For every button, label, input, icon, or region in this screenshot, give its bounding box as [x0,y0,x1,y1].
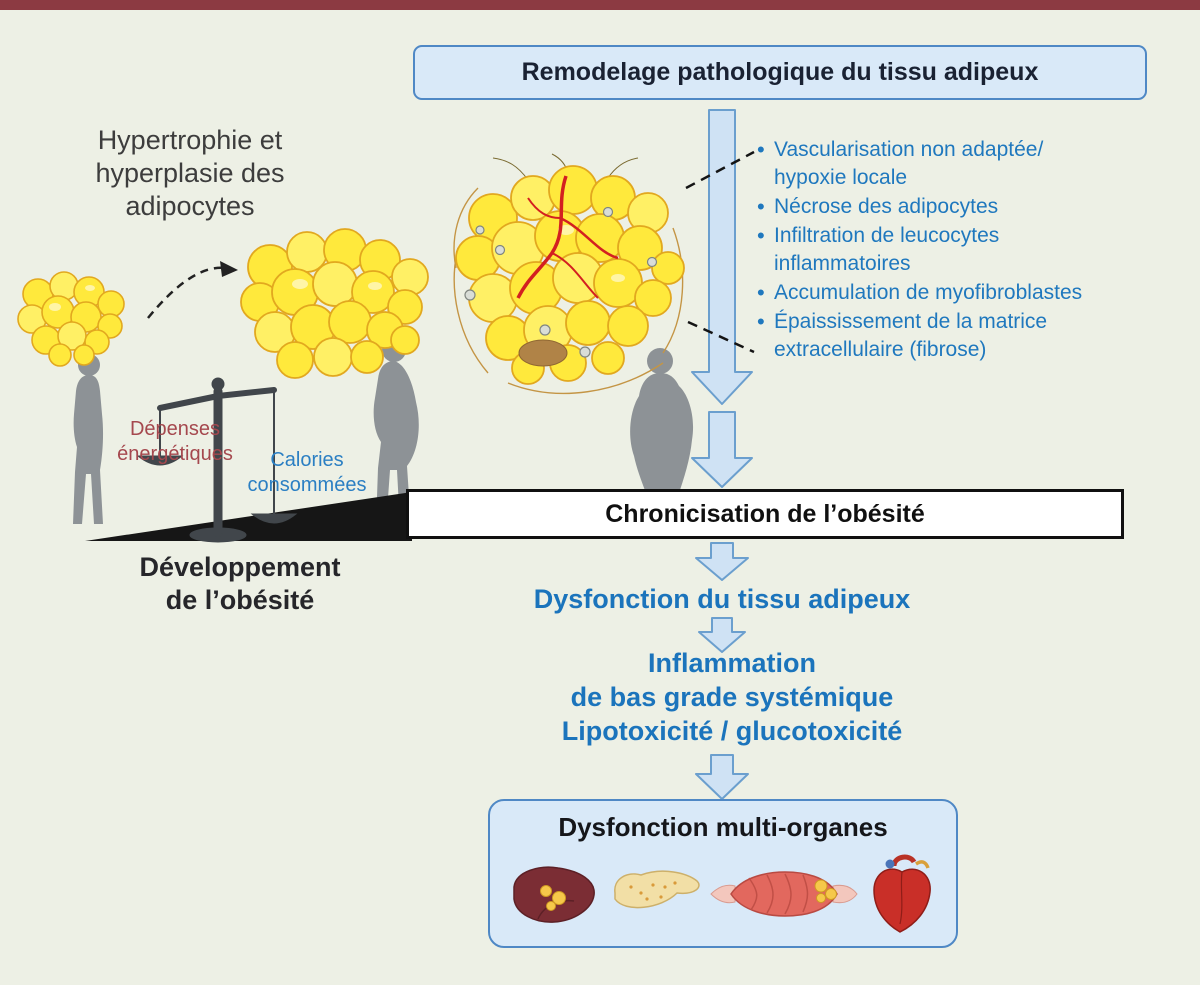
adipocyte-cluster-medium [240,228,429,379]
leukocyte-cells [464,206,658,358]
bullet-text: Vascularisation non adaptée/ hypoxie loc… [774,138,1044,189]
inflammation-line3: Lipotoxicité / glucotoxicité [561,716,903,746]
pancreas-icon [613,870,700,909]
bullet-item: Nécrose des adipocytes [757,193,1159,221]
inflammation-block: Inflammation de bas grade systémique Lip… [430,646,1034,748]
pathology-bullet-list: Vascularisation non adaptée/ hypoxie loc… [757,136,1159,365]
flow-arrow-4 [698,617,746,653]
dysfonction-tissu-label: Dysfonction du tissu adipeux [533,584,911,614]
necrotic-patch [518,339,568,367]
flow-arrow-5 [695,754,749,800]
growth-dashed-arrow [147,261,238,319]
liver-icon [513,866,595,923]
title-text: Remodelage pathologique du tissu adipeux [521,58,1039,86]
person-silhouette-slim [73,354,104,524]
inflammation-line2: de bas grade systémique [570,682,894,712]
muscle-icon [710,871,858,917]
bullet-text: Épaississement de la matrice extracellul… [774,310,1048,361]
flow-arrow-3 [695,542,749,581]
scale-label-left: Dépenses énergétiques [117,418,233,465]
heart-icon [873,854,931,933]
organ-icons-row [490,850,956,938]
flow-arrow-2 [691,411,753,488]
adipocyte-cluster-large [453,153,685,395]
bullet-text: Accumulation de myofibroblastes [774,281,1083,304]
chronicisation-text: Chronicisation de l’obésité [605,499,925,528]
multi-organ-title: Dysfonction multi-organes [558,812,888,842]
bullet-item: Accumulation de myofibroblastes [757,279,1159,307]
bullet-item: Vascularisation non adaptée/ hypoxie loc… [757,136,1159,192]
title-box: Remodelage pathologique du tissu adipeux [413,45,1147,100]
balance-scale-icon [136,377,298,543]
obesity-ramp-wedge [85,492,412,541]
blood-vessels [516,175,619,299]
bullet-text: Infiltration de leucocytes inflammatoire… [774,224,1000,275]
multi-organ-box: Dysfonction multi-organes [488,799,958,948]
developpement-label: Développement de l’obésité [139,552,341,615]
flow-arrow-main [691,109,753,405]
connector-dashed-line-bottom [687,320,755,354]
inflammation-line1: Inflammation [647,648,816,678]
scale-label-right: Calories consommées [247,449,367,496]
bullet-item: Épaississement de la matrice extracellul… [757,308,1159,364]
hypertrophy-label: Hypertrophie et hyperplasie des adipocyt… [95,125,285,221]
person-silhouette-obese [630,348,694,496]
adipocyte-cluster-small [17,271,125,367]
bullet-item: Infiltration de leucocytes inflammatoire… [757,222,1159,278]
connector-dashed-line-top [685,150,755,190]
top-border-bar [0,0,1200,10]
bullet-text: Nécrose des adipocytes [774,195,999,218]
chronicisation-bar: Chronicisation de l’obésité [406,489,1124,539]
